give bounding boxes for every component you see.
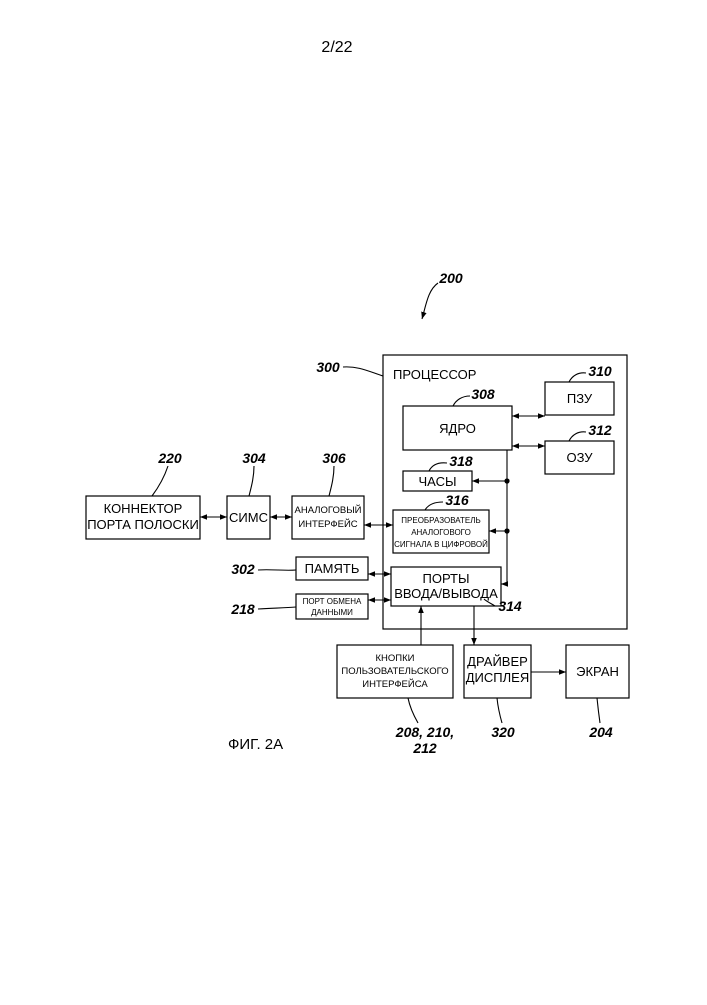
- ref-memory: 302: [231, 561, 255, 577]
- memory-label: ПАМЯТЬ: [305, 561, 360, 576]
- adc-label-line-3: СИГНАЛА В ЦИФРОВОЙ: [394, 540, 488, 549]
- ref-processor: 300: [316, 359, 340, 375]
- ref-io-ports: 314: [498, 598, 522, 614]
- screen-label: ЭКРАН: [576, 664, 619, 679]
- ref-analog-interface: 306: [322, 450, 346, 466]
- ref-clock: 318: [449, 453, 473, 469]
- memory-leader: [258, 570, 296, 571]
- io-ports-label-line-1: ПОРТЫ: [423, 571, 470, 586]
- ref-connector: 220: [157, 450, 182, 466]
- analog-interface-label-line-2: ИНТЕРФЕЙС: [298, 518, 357, 530]
- adc-bus-junction-dot: [504, 528, 509, 533]
- ref-adc: 316: [445, 492, 469, 508]
- screen-leader: [597, 698, 600, 723]
- clock-bus-junction-dot: [504, 478, 509, 483]
- system-pointer-arrow: [422, 283, 438, 319]
- ref-sims: 304: [242, 450, 266, 466]
- figure-label: ФИГ. 2A: [228, 736, 283, 753]
- ram-label: ОЗУ: [566, 450, 593, 465]
- data-port-label-line-2: ДАННЫМИ: [311, 608, 353, 617]
- connector-label-line-1: КОННЕКТОР: [104, 501, 183, 516]
- core-label: ЯДРО: [439, 421, 476, 436]
- sims-label: СИМС: [229, 510, 268, 525]
- ref-ui-buttons-line-1: 208, 210,: [395, 724, 454, 740]
- ref-core: 308: [471, 386, 495, 402]
- ui-buttons-label-line-3: ИНТЕРФЕЙСА: [362, 678, 428, 690]
- processor-label: ПРОЦЕССОР: [393, 367, 476, 382]
- page-number: 2/22: [321, 39, 352, 56]
- data-port-label-line-1: ПОРТ ОБМЕНА: [303, 597, 362, 606]
- ref-screen: 204: [588, 724, 613, 740]
- ref-ui-buttons-line-2: 212: [412, 740, 437, 756]
- io-ports-label-line-2: ВВОДА/ВЫВОДА: [394, 586, 498, 601]
- sims-leader: [249, 466, 254, 496]
- ui-buttons-label-line-1: КНОПКИ: [376, 653, 415, 664]
- adc-label-line-1: ПРЕОБРАЗОВАТЕЛЬ: [401, 516, 480, 525]
- adc-label-line-2: АНАЛОГОВОГО: [411, 528, 471, 537]
- analog-interface-box: [292, 496, 364, 539]
- connector-leader: [152, 466, 168, 496]
- analog-interface-label-line-1: АНАЛОГОВЫЙ: [295, 504, 362, 516]
- clock-label: ЧАСЫ: [419, 474, 457, 489]
- display-driver-label-line-2: ДИСПЛЕЯ: [466, 670, 529, 685]
- data-port-leader: [258, 607, 296, 609]
- ui-buttons-label-line-2: ПОЛЬЗОВАТЕЛЬСКОГО: [341, 666, 448, 677]
- ref-system: 200: [438, 270, 463, 286]
- processor-leader: [343, 367, 383, 376]
- connector-label-line-2: ПОРТА ПОЛОСКИ: [87, 517, 199, 532]
- analog-interface-leader: [329, 466, 334, 496]
- rom-label: ПЗУ: [567, 391, 593, 406]
- ref-ram: 312: [588, 422, 612, 438]
- ref-rom: 310: [588, 363, 612, 379]
- ui-buttons-leader: [408, 698, 418, 723]
- display-driver-label-line-1: ДРАЙВЕР: [467, 654, 528, 669]
- display-driver-leader: [497, 698, 502, 723]
- ref-data-port: 218: [230, 601, 255, 617]
- ref-display-driver: 320: [491, 724, 515, 740]
